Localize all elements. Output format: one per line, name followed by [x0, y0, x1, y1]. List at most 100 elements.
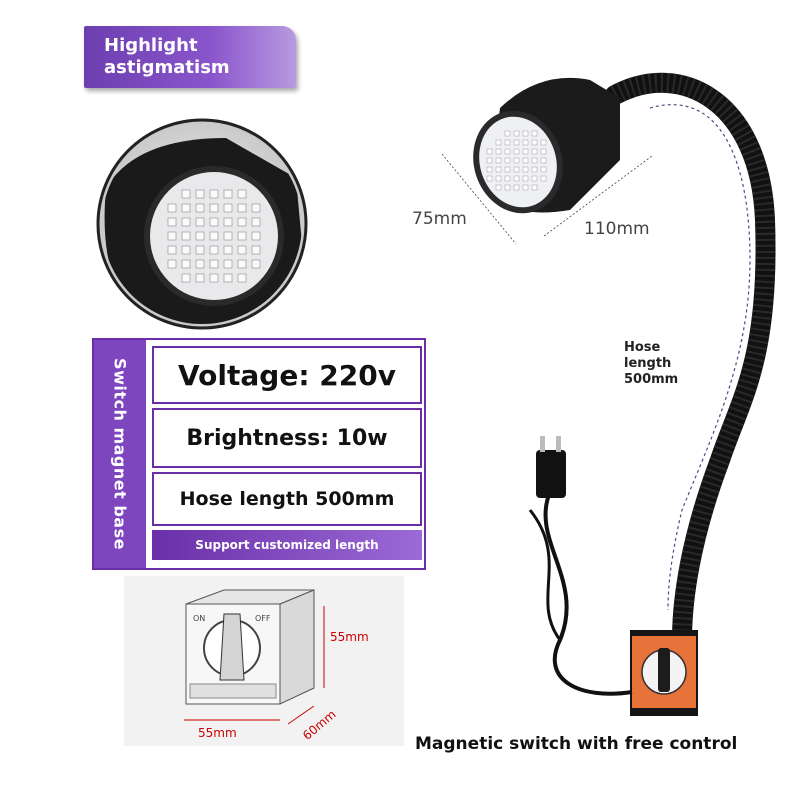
led-chip: [237, 203, 247, 213]
led-chip: [495, 157, 502, 164]
led-chip: [167, 245, 177, 255]
led-chip: [513, 130, 520, 137]
led-chip: [504, 166, 511, 173]
spec-voltage: Voltage: 220v: [152, 346, 422, 404]
led-chip: [522, 157, 529, 164]
led-chip: [167, 259, 177, 269]
led-chip: [504, 139, 511, 146]
led-chip: [486, 166, 493, 173]
led-chip: [522, 148, 529, 155]
led-chip: [504, 175, 511, 182]
led-chip: [195, 273, 205, 283]
led-chip: [209, 189, 219, 199]
led-chip: [195, 203, 205, 213]
led-chip: [209, 217, 219, 227]
led-chip: [531, 184, 538, 191]
led-chip: [237, 189, 247, 199]
led-chip: [251, 245, 261, 255]
led-chip: [531, 175, 538, 182]
led-chip: [209, 273, 219, 283]
hose-label-line-3: 500mm: [624, 372, 679, 387]
led-chip: [181, 259, 191, 269]
spec-side-label: Switch magnet base: [110, 358, 130, 550]
highlight-tag: Highlight astigmatism: [84, 26, 296, 88]
led-chip: [223, 217, 233, 227]
led-chip: [495, 139, 502, 146]
spec-brightness: Brightness: 10w: [152, 408, 422, 468]
switch-on-label: ON: [193, 614, 206, 623]
led-chip: [251, 217, 261, 227]
head-length-label: 110mm: [584, 219, 650, 239]
led-chip: [209, 203, 219, 213]
led-chip: [237, 217, 247, 227]
led-chip: [181, 273, 191, 283]
led-chip: [223, 189, 233, 199]
led-chip: [181, 231, 191, 241]
led-chip: [540, 157, 547, 164]
led-chip: [531, 157, 538, 164]
hose-label-line-1: Hose: [624, 340, 661, 355]
led-chip: [513, 148, 520, 155]
led-chip: [209, 231, 219, 241]
led-chip: [504, 157, 511, 164]
tag-line-2: astigmatism: [104, 57, 230, 78]
led-chip: [504, 130, 511, 137]
highlight-tag-text: Highlight astigmatism: [104, 35, 230, 79]
led-chip: [504, 148, 511, 155]
led-chip: [522, 175, 529, 182]
led-chip: [486, 175, 493, 182]
led-chip: [195, 217, 205, 227]
led-chip: [223, 259, 233, 269]
led-chip: [522, 130, 529, 137]
base-diagram: [184, 589, 325, 725]
led-chip: [504, 184, 511, 191]
spec-panel: Switch magnet base Voltage: 220v Brightn…: [92, 338, 426, 570]
led-chip: [531, 166, 538, 173]
led-chip: [513, 166, 520, 173]
led-chip: [195, 245, 205, 255]
led-chip: [195, 259, 205, 269]
led-chip: [195, 231, 205, 241]
led-chip: [209, 259, 219, 269]
led-chip: [495, 148, 502, 155]
led-chip: [209, 245, 219, 255]
led-chip: [167, 203, 177, 213]
led-chip: [167, 231, 177, 241]
led-chip: [223, 273, 233, 283]
led-chip: [181, 217, 191, 227]
led-chip: [513, 175, 520, 182]
led-chip: [531, 130, 538, 137]
hose-label-line-2: length: [624, 356, 672, 371]
led-chip: [513, 139, 520, 146]
led-chip: [513, 157, 520, 164]
switch-off-label: OFF: [255, 614, 271, 623]
spec-hose-length: Hose length 500mm: [152, 472, 422, 526]
led-chip: [495, 166, 502, 173]
led-chip: [223, 231, 233, 241]
head-diameter-label: 75mm: [412, 209, 467, 229]
led-chip: [522, 139, 529, 146]
led-chip: [181, 203, 191, 213]
led-chip: [181, 245, 191, 255]
base-height-label: 55mm: [330, 630, 369, 644]
led-chip: [513, 184, 520, 191]
led-chip: [251, 231, 261, 241]
base-width-label: 55mm: [198, 726, 237, 740]
led-chip: [540, 139, 547, 146]
led-chip: [223, 203, 233, 213]
led-closeup-image: [96, 118, 308, 330]
lamp-illustration: [441, 72, 776, 716]
bottom-caption: Magnetic switch with free control: [415, 734, 738, 754]
led-chip: [495, 184, 502, 191]
led-chip: [237, 231, 247, 241]
led-chip: [195, 189, 205, 199]
led-chip: [486, 148, 493, 155]
led-chip: [522, 184, 529, 191]
led-chip: [251, 203, 261, 213]
led-chip: [522, 166, 529, 173]
led-chip: [251, 259, 261, 269]
led-chip: [181, 189, 191, 199]
led-chip: [531, 139, 538, 146]
led-chip: [237, 245, 247, 255]
led-chip: [223, 245, 233, 255]
